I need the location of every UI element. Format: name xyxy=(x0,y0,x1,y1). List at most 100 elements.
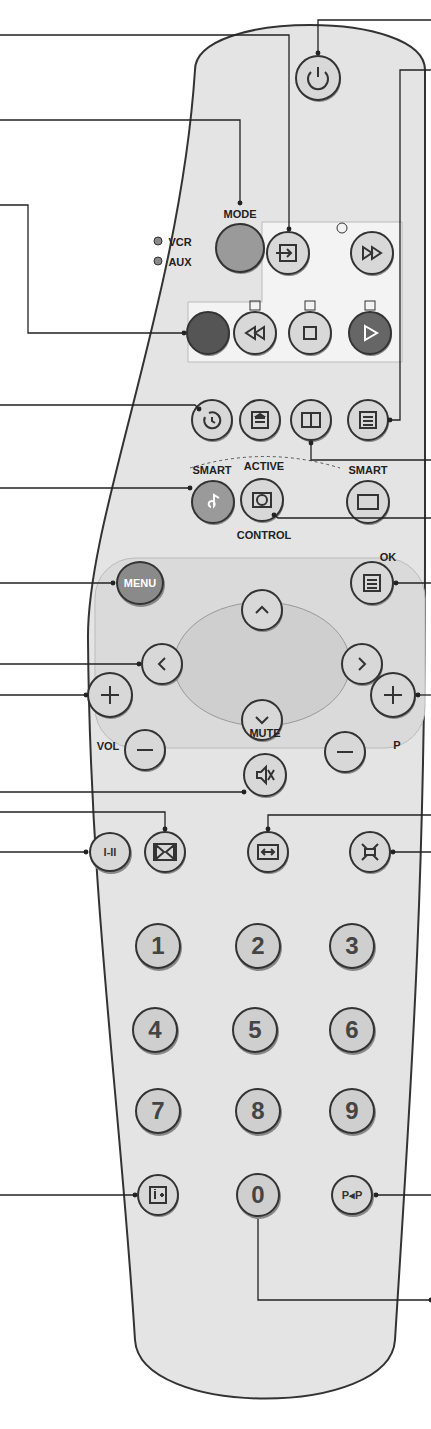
button-label: 0 xyxy=(251,1181,264,1209)
button-caption: OK xyxy=(380,551,397,563)
remote-button: 0 xyxy=(236,1173,280,1217)
leader-dot xyxy=(133,1193,137,1197)
leader-line xyxy=(0,487,190,488)
remote-button xyxy=(242,590,282,630)
remote-button xyxy=(267,232,309,274)
remote-button xyxy=(234,312,276,354)
leader-dot xyxy=(388,418,392,422)
button-icon xyxy=(363,247,381,259)
remote-button: 1 xyxy=(135,923,181,969)
remote-button xyxy=(138,1175,178,1215)
button-caption: MUTE xyxy=(249,727,280,739)
remote-button xyxy=(244,754,286,796)
button-caption: SMART xyxy=(192,464,231,476)
button-label: I-II xyxy=(104,846,117,858)
button-label: MENU xyxy=(124,577,156,589)
remote-button: 3 xyxy=(329,923,375,969)
leader-line xyxy=(0,663,139,664)
button-caption: AUX xyxy=(168,256,191,268)
button-icon xyxy=(256,607,268,613)
remote-button: 6 xyxy=(329,1007,375,1053)
leader-dot xyxy=(242,790,246,794)
transport-panel xyxy=(188,222,402,362)
button-icon xyxy=(359,658,365,670)
remote-button xyxy=(216,224,264,272)
leader-line xyxy=(0,405,199,409)
leader-line xyxy=(376,1194,431,1195)
button-caption: P xyxy=(393,739,400,751)
remote-button: 9 xyxy=(329,1088,375,1134)
remote-button xyxy=(192,400,232,440)
button-label: 6 xyxy=(345,1016,358,1044)
leader-dot xyxy=(374,1193,378,1197)
leader-line xyxy=(0,582,113,583)
leader-line xyxy=(0,120,240,203)
leader-dot xyxy=(84,850,88,854)
leader-dot xyxy=(197,407,201,411)
button-icon xyxy=(362,844,378,860)
button-label: P◂P xyxy=(342,1189,363,1202)
button-icon xyxy=(365,326,377,340)
leader-dot xyxy=(287,227,291,231)
leader-dot xyxy=(272,513,276,517)
leader-line xyxy=(0,205,184,333)
leader-line xyxy=(390,70,431,420)
button-icon xyxy=(337,751,353,753)
remote-button xyxy=(342,644,382,684)
button-icon xyxy=(258,845,278,859)
small-icon xyxy=(250,301,260,310)
button-icon xyxy=(304,327,316,339)
remote-button xyxy=(348,400,388,440)
small-icon xyxy=(365,301,375,310)
leader-dot xyxy=(394,581,398,585)
button-label: 7 xyxy=(151,1097,164,1125)
remote-button xyxy=(242,700,282,740)
button-icon xyxy=(209,495,219,507)
remote-button xyxy=(347,481,389,523)
button-caption: ACTIVE xyxy=(244,460,284,472)
leader-line xyxy=(393,851,431,852)
button-icon xyxy=(364,575,380,591)
remote-button xyxy=(325,732,365,772)
button-icon xyxy=(360,412,376,428)
leader-dot xyxy=(391,850,395,854)
button-label: 4 xyxy=(148,1016,161,1044)
remote-button: 2 xyxy=(235,923,281,969)
button-icon xyxy=(358,495,378,509)
remote-button xyxy=(248,832,288,872)
remote-button: 7 xyxy=(135,1088,181,1134)
remote-button xyxy=(187,312,229,354)
leader-line xyxy=(0,1194,135,1195)
navigation-panel xyxy=(95,558,425,748)
remote-button xyxy=(371,673,415,717)
button-caption: SMART xyxy=(348,464,387,476)
remote-button xyxy=(289,312,331,354)
remote-button xyxy=(240,400,280,440)
button-icon xyxy=(256,717,268,723)
button-caption: VCR xyxy=(168,236,191,248)
leader-line xyxy=(0,791,244,792)
leader-line xyxy=(396,582,431,583)
remote-button: 8 xyxy=(235,1088,281,1134)
remote-button: MENU xyxy=(116,561,164,605)
leader-dot xyxy=(416,693,420,697)
button-icon xyxy=(154,844,176,860)
button-icon xyxy=(159,658,165,670)
leader-dot xyxy=(111,581,115,585)
remote-button xyxy=(88,673,132,717)
remote-button: I-II xyxy=(89,832,131,872)
button-icon xyxy=(308,67,328,89)
button-icon xyxy=(253,493,271,507)
button-icon xyxy=(276,245,296,261)
leader-dot xyxy=(188,486,192,490)
remote-button xyxy=(241,479,283,521)
leader-line xyxy=(0,694,86,695)
leader-line xyxy=(268,815,431,829)
button-icon xyxy=(137,749,153,751)
remote-button xyxy=(350,832,390,872)
remote-button xyxy=(291,400,331,440)
button-label: 5 xyxy=(248,1016,261,1044)
button-label: 3 xyxy=(345,932,358,960)
remote-button xyxy=(192,481,234,523)
leader-line xyxy=(0,812,165,829)
